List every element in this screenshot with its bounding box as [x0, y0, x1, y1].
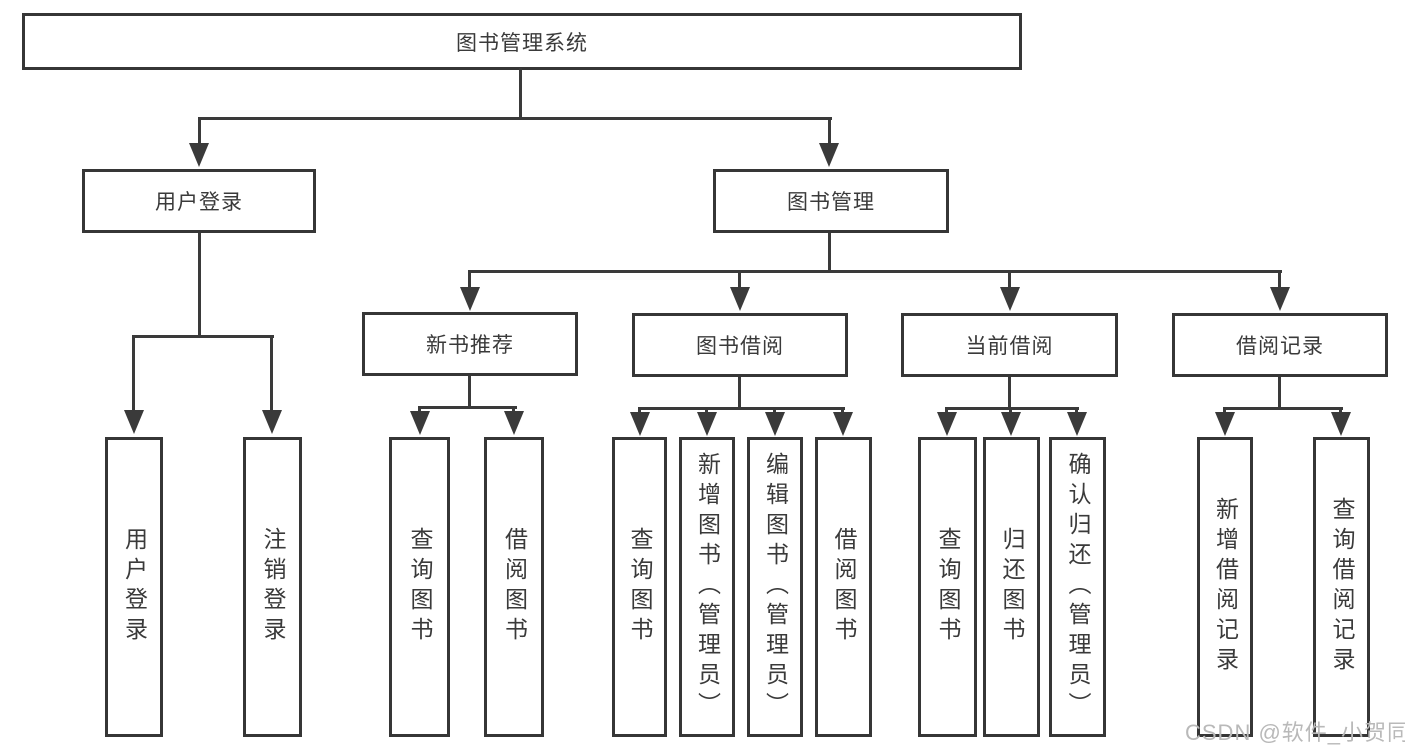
edge-stem	[1339, 407, 1342, 416]
leaf-query-books-recommend: 查询图书	[389, 437, 450, 737]
leaf-user-login: 用户登录	[105, 437, 163, 737]
arrow-down-icon	[819, 143, 839, 167]
leaf-confirm-return-admin: 确认归还（管理员）	[1049, 437, 1106, 737]
edge-stem	[841, 407, 844, 416]
edge-stem	[1223, 407, 1226, 416]
edge-book-borrow-rail	[638, 407, 845, 410]
leaf-add-books-admin: 新增图书（管理员）	[679, 437, 735, 737]
arrow-down-icon	[504, 411, 524, 435]
edge-stem	[705, 407, 708, 416]
arrow-down-icon	[1215, 412, 1235, 436]
edge-stem-leaf-logout	[270, 335, 273, 412]
edge-stem-borrow-records	[1278, 270, 1281, 289]
arrow-down-icon	[630, 412, 650, 436]
arrow-down-icon	[410, 411, 430, 435]
leaf-add-borrow-record: 新增借阅记录	[1197, 437, 1253, 737]
arrow-down-icon	[1331, 412, 1351, 436]
arrow-down-icon	[262, 410, 282, 434]
leaf-edit-books-admin: 编辑图书（管理员）	[747, 437, 803, 737]
arrow-down-icon	[765, 412, 785, 436]
arrow-down-icon	[937, 412, 957, 436]
edge-stem	[512, 406, 515, 415]
edge-new-book-rail	[418, 406, 517, 409]
leaf-borrow-books-recommend: 借阅图书	[484, 437, 544, 737]
edge-level1-rail	[198, 117, 832, 120]
node-book-borrow: 图书借阅	[632, 313, 848, 377]
edge-stem-current-borrow	[1008, 270, 1011, 289]
edge-stem	[638, 407, 641, 416]
arrow-down-icon	[1067, 412, 1087, 436]
edge-current-borrow-trunk	[1008, 377, 1011, 409]
node-current-borrow: 当前借阅	[901, 313, 1118, 377]
arrow-down-icon	[1001, 412, 1021, 436]
arrow-down-icon	[730, 287, 750, 311]
edge-level2-rail	[468, 270, 1282, 273]
edge-borrow-records-rail	[1223, 407, 1343, 410]
arrow-down-icon	[697, 412, 717, 436]
node-user-login: 用户登录	[82, 169, 316, 233]
node-borrow-records: 借阅记录	[1172, 313, 1388, 377]
edge-stem-user-login	[198, 117, 201, 145]
edge-user-login-rail	[132, 335, 274, 338]
arrow-down-icon	[189, 143, 209, 167]
edge-stem-new-book	[468, 270, 471, 289]
csdn-watermark: CSDN @软件_小贺同学	[1185, 720, 1405, 745]
arrow-down-icon	[460, 287, 480, 311]
leaf-borrow-books: 借阅图书	[815, 437, 872, 737]
leaf-query-books-borrow: 查询图书	[612, 437, 667, 737]
arrow-down-icon	[1000, 287, 1020, 311]
node-new-book-recommend: 新书推荐	[362, 312, 578, 376]
edge-current-borrow-rail	[945, 407, 1079, 410]
arrow-down-icon	[124, 410, 144, 434]
edge-book-mgmt-trunk	[828, 233, 831, 273]
edge-stem	[1075, 407, 1078, 416]
edge-new-book-trunk	[468, 376, 471, 409]
edge-book-borrow-trunk	[738, 377, 741, 410]
arrow-down-icon	[833, 412, 853, 436]
leaf-query-books-current: 查询图书	[918, 437, 977, 737]
edge-stem-book-borrow	[738, 270, 741, 289]
edge-stem-leaf-login	[132, 335, 135, 412]
edge-stem	[418, 406, 421, 415]
leaf-logout: 注销登录	[243, 437, 302, 737]
edge-stem	[945, 407, 948, 416]
leaf-query-borrow-record: 查询借阅记录	[1313, 437, 1370, 737]
node-root-library-system: 图书管理系统	[22, 13, 1022, 70]
edge-stem	[773, 407, 776, 416]
edge-user-login-trunk	[198, 233, 201, 338]
edge-borrow-records-trunk	[1278, 377, 1281, 409]
edge-root-trunk	[519, 68, 522, 119]
leaf-return-books: 归还图书	[983, 437, 1040, 737]
node-book-management: 图书管理	[713, 169, 949, 233]
edge-stem-book-mgmt	[828, 117, 831, 145]
edge-stem	[1009, 407, 1012, 416]
arrow-down-icon	[1270, 287, 1290, 311]
